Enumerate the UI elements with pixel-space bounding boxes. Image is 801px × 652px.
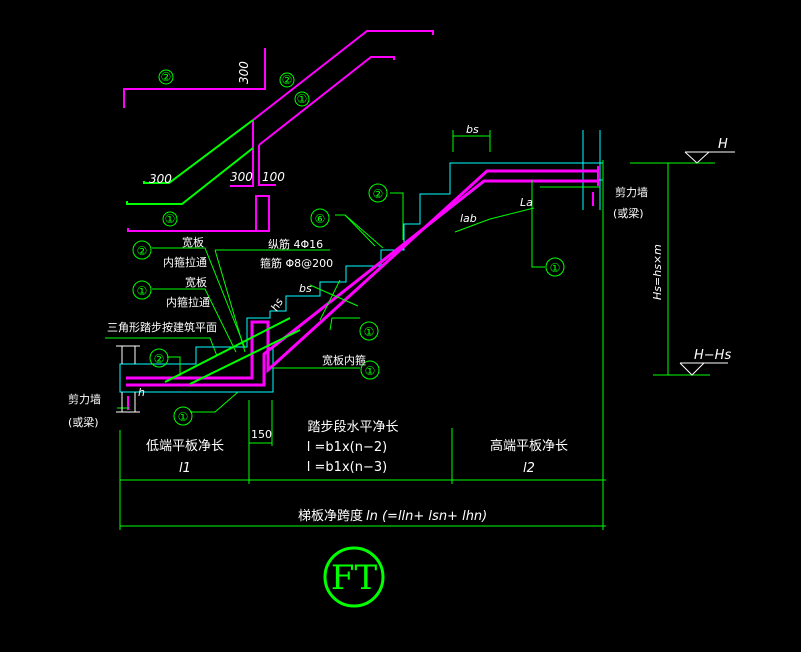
rebar-green-lower	[126, 147, 254, 205]
label-or-beam-left: (或梁)	[68, 415, 99, 429]
marker-1-e: ①	[550, 261, 561, 275]
marker-1-diag: ①	[297, 92, 308, 106]
marker-2-top-left-circle	[158, 69, 174, 85]
label-bs-top: bs	[466, 123, 479, 136]
rebar-green-1	[164, 317, 291, 383]
rebar-stirrup-detail	[255, 195, 270, 232]
marker-1-b: ①	[364, 325, 375, 339]
marker-2-b: ②	[373, 187, 384, 201]
stair-section: ② ⑥ ② ① ① ① ② ① ① 宽板 内箍拉通 宽板 内箍拉通 三角形踏步按…	[68, 123, 648, 429]
marker-1-a-circle	[132, 280, 152, 300]
dim-300-mid: 300	[230, 170, 253, 184]
marker-1-d-circle	[173, 406, 193, 426]
label-triangle-step: 三角形踏步按建筑平面	[107, 320, 217, 334]
label-low-plate-symbol: l1	[179, 461, 191, 476]
label-high-plate-symbol: l2	[523, 461, 535, 476]
marker-6: ⑥	[315, 212, 326, 226]
label-wide-plate-inner-stirrup: 宽板内箍	[322, 353, 366, 367]
marker-1-e-circle	[545, 257, 565, 277]
marker-1-c: ①	[365, 364, 376, 378]
concrete-outline-top	[119, 162, 603, 375]
left-wall-break	[116, 345, 140, 413]
rebar-vertical-300	[230, 120, 254, 187]
rebar-bottom-main	[126, 179, 598, 387]
label-shear-wall-right: 剪力墙	[615, 185, 648, 199]
dim-100-mid: 100	[262, 170, 285, 184]
label-shear-wall-left: 剪力墙	[68, 392, 101, 406]
label-or-beam-right: (或梁)	[613, 206, 644, 220]
label-stirrup: 箍筋 Φ8@200	[260, 256, 333, 270]
label-hs: hs	[268, 296, 286, 314]
label-step-section: 踏步段水平净长	[307, 420, 398, 435]
level-h-symbol	[684, 151, 711, 164]
bottom-dimensions: 150 低端平板净长 l1 踏步段水平净长 l =b1x(n−2) l =b1x…	[119, 400, 606, 530]
label-hs-formula: Hs=hs×m	[651, 244, 664, 300]
marker-2-a-circle	[132, 240, 152, 260]
rebar-2-diag-detail	[252, 30, 434, 121]
rebar-1-diag-detail	[258, 56, 395, 146]
marker-6-circle	[310, 208, 330, 228]
dim-bs-top: bs	[452, 123, 491, 152]
label-wide-plate-2: 宽板	[185, 275, 207, 289]
level-h-hs-symbol	[679, 362, 706, 376]
rebar-2-detail	[123, 48, 266, 108]
label-high-plate: 高端平板净长	[490, 438, 568, 454]
marker-1-c-circle	[360, 360, 380, 380]
rebar-detail-sketch: 300 300 300 100 ② ② ① ①	[123, 30, 434, 232]
label-la: La	[520, 196, 533, 209]
label-step-formula-2: l =b1x(n−3)	[307, 460, 387, 475]
label-inner-stirrup-through-2: 内箍拉通	[166, 295, 210, 309]
marker-1-a: ①	[137, 284, 148, 298]
label-wide-plate-1: 宽板	[182, 235, 204, 249]
marker-2-top-left: ②	[161, 70, 172, 84]
marker-1-d: ①	[178, 410, 189, 424]
dim-la-line	[454, 207, 535, 233]
marker-2-diag-circle	[279, 72, 295, 88]
label-bs-mid: bs	[299, 282, 312, 295]
marker-2-b-circle	[368, 183, 388, 203]
marker-2-c-circle	[149, 348, 169, 368]
label-total-span: 梯板净跨度	[298, 508, 363, 524]
label-level-h-hs: H−Hs	[694, 348, 731, 363]
label-low-plate: 低端平板净长	[146, 439, 224, 454]
label-h: h	[138, 386, 145, 399]
dim-300-left: 300	[149, 172, 172, 186]
rebar-green-2	[189, 329, 301, 385]
drawing-code-bubble: FT	[323, 546, 385, 608]
ft-circle	[323, 546, 385, 608]
label-inner-stirrup-through-1: 内箍拉通	[163, 255, 207, 269]
rebar-green-upper	[143, 119, 254, 184]
dim-150: 150	[251, 428, 272, 441]
leader-lines	[105, 180, 600, 413]
marker-1-lower: ①	[165, 212, 176, 226]
marker-2-a: ②	[137, 244, 148, 258]
rebar-top-main	[126, 169, 598, 380]
marker-1-diag-circle	[294, 91, 310, 107]
marker-1-lower-circle	[162, 211, 178, 227]
drawing-code: FT	[331, 558, 378, 598]
marker-2-diag: ②	[282, 73, 293, 87]
dim-300-vertical: 300	[237, 61, 251, 84]
label-step-formula-1: l =b1x(n−2)	[307, 440, 387, 455]
rebar-1-bottom-detail	[127, 228, 267, 232]
elevation-marks: H H−Hs Hs=hs×m	[602, 137, 735, 500]
label-lab: lab	[460, 212, 477, 225]
label-longitudinal-bar: 纵筋 4Φ16	[268, 237, 323, 251]
marker-2-c: ②	[154, 352, 165, 366]
marker-1-b-circle	[359, 321, 379, 341]
label-total-formula: ln (=lln+ lsn+ lhn)	[366, 509, 487, 524]
label-level-h: H	[718, 137, 728, 152]
rebar-vertical-100	[258, 145, 276, 186]
